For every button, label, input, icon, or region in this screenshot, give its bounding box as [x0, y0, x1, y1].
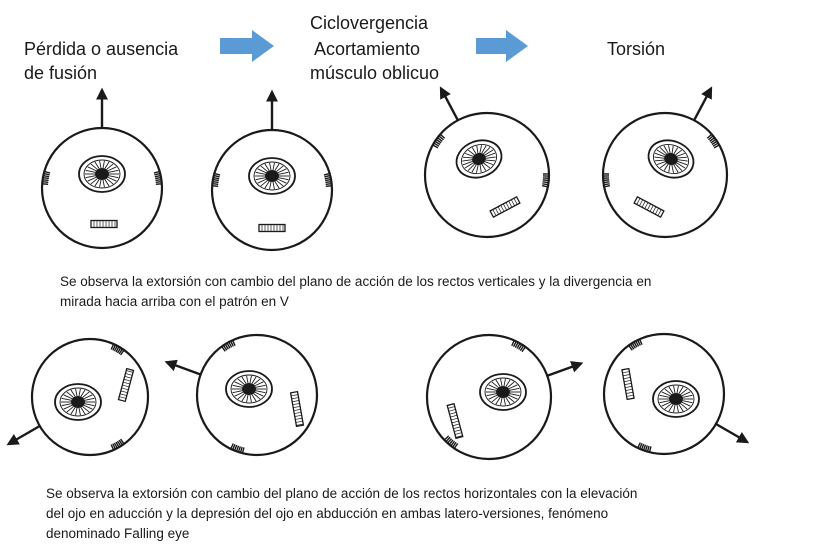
eye-top-3 — [423, 86, 551, 239]
stage-label-muscle-shortening-line2: músculo oblicuo — [310, 63, 440, 83]
eye-diagrams — [6, 86, 750, 461]
caption-bottom-line3: denominado Falling eye — [46, 526, 190, 541]
stage-label-cyclovergence: Ciclovergencia — [310, 13, 429, 33]
caption-bottom-line2: del ojo en aducción y la depresión del o… — [46, 506, 609, 521]
flow-arrow-1 — [220, 30, 274, 62]
eye-top-4 — [601, 86, 729, 239]
caption-bottom-line1: Se observa la extorsión con cambio del p… — [46, 486, 638, 501]
stage-label-fusion-loss-line1: Pérdida o ausencia — [24, 39, 179, 59]
caption-top-line1: Se observa la extorsión con cambio del p… — [60, 274, 652, 289]
eye-bottom-4 — [602, 332, 750, 456]
flow-arrow-2 — [476, 30, 528, 62]
eye-top-1 — [40, 87, 164, 250]
eye-bottom-3 — [425, 333, 584, 461]
caption-top-line2: mirada hacia arriba con el patrón en V — [60, 294, 289, 309]
stage-label-muscle-shortening-line1: Acortamiento — [314, 39, 421, 59]
stage-label-fusion-loss-line2: de fusión — [24, 63, 98, 83]
eye-top-2 — [210, 89, 334, 252]
stage-label-torsion: Torsión — [607, 39, 666, 59]
eye-bottom-1 — [6, 337, 150, 457]
eye-bottom-2 — [164, 333, 319, 457]
